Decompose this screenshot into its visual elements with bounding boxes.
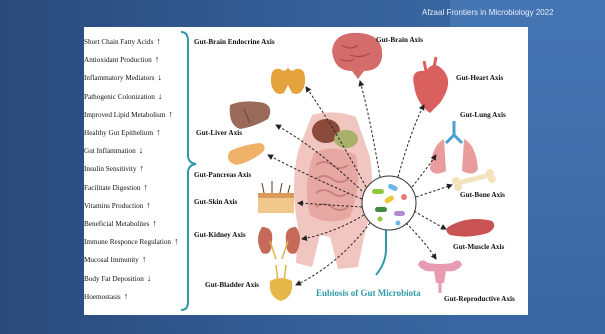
axis-label-bladder: Gut-Bladder Axis [205,281,259,289]
muscle-icon [446,219,494,237]
pancreas-icon [228,143,265,165]
eubiosis-caption: Eubiosis of Gut Microbiota [316,288,421,298]
gut-axis-figure: Short Chain Fatty Acids↑Antioxidant Prod… [84,27,528,315]
axis-label-brain: Gut-Brain Axis [376,36,423,44]
microbiota-circle [362,176,416,275]
axis-label-muscle: Gut-Muscle Axis [453,243,504,251]
axis-label-pancreas: Gut-Pancreas Axis [194,171,251,179]
figure-credit: Afzaal Frontiers in Microbiology 2022 [422,8,554,17]
axis-label-liver: Gut-Liver Axis [196,129,242,137]
kidney-icon [258,227,300,259]
bladder-icon [270,265,293,301]
axis-label-bone: Gut-Bone Axis [460,191,505,199]
brain-icon [332,33,382,79]
heart-icon [413,57,448,113]
axis-label-reproductive: Gut-Reproductive Axis [444,295,515,303]
axis-label-lung: Gut-Lung Axis [460,111,506,119]
axis-label-kidney: Gut-Kidney Axis [194,231,246,239]
skin-icon [258,181,294,213]
axis-label-heart: Gut-Heart Axis [456,74,503,82]
figure-artwork [84,27,528,315]
thyroid-icon [271,67,305,94]
axis-label-skin: Gut-Skin Axis [194,198,237,206]
torso-gut-illustration [294,112,372,269]
axis-label-brain-endocrine: Gut-Brain Endocrine Axis [194,38,275,46]
lung-icon [430,121,478,174]
uterus-icon [418,260,462,293]
liver-icon [230,101,271,129]
